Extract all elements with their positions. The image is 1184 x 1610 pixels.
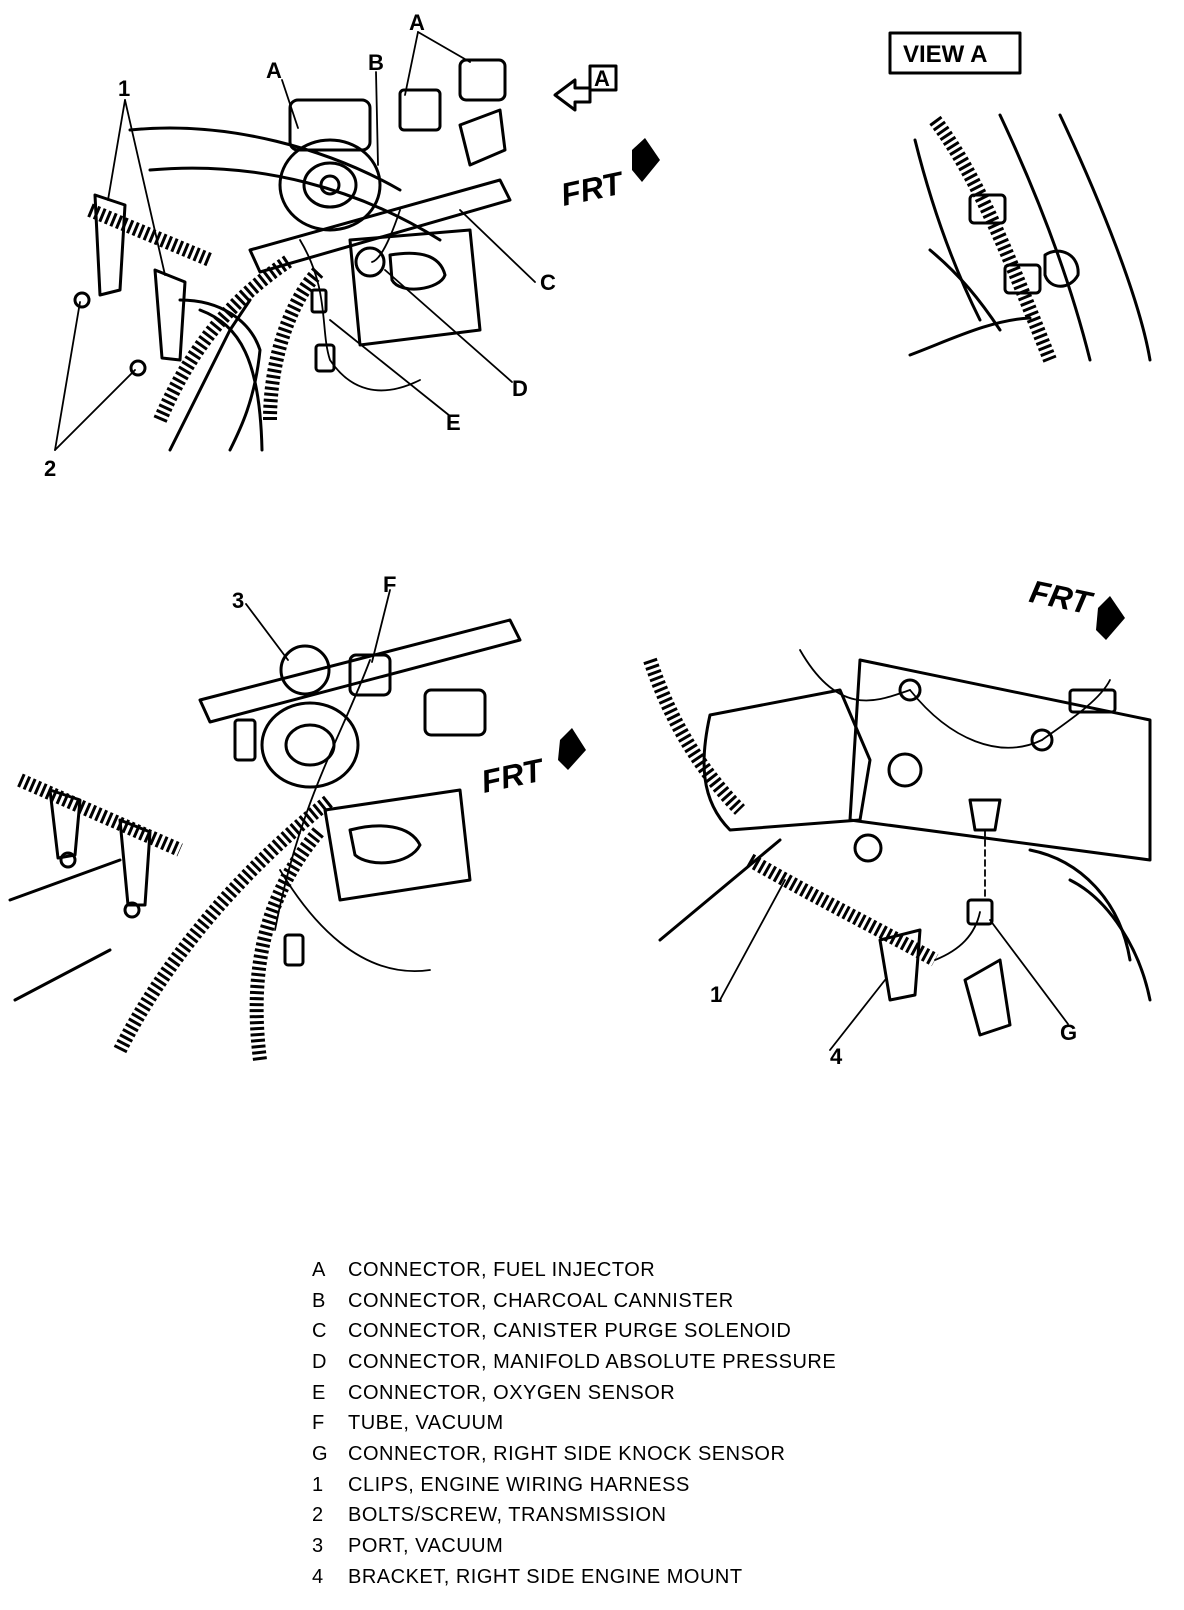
frt-label-bottom-right: FRT — [1026, 573, 1096, 622]
legend-key: D — [312, 1350, 327, 1373]
callout-g: G — [1060, 1020, 1077, 1045]
legend-text: PORT, VACUUM — [348, 1535, 504, 1558]
legend-text: CONNECTOR, FUEL INJECTOR — [348, 1258, 656, 1281]
frt-label-top: FRT — [558, 164, 628, 213]
legend-key: A — [312, 1258, 326, 1281]
callout-a-right: A — [409, 10, 425, 35]
callout-d: D — [512, 376, 528, 401]
view-a-inset — [888, 31, 1152, 363]
legend-row-g: G CONNECTOR, RIGHT SIDE KNOCK SENSOR — [312, 1439, 932, 1470]
legend-text: CONNECTOR, OXYGEN SENSOR — [348, 1381, 676, 1404]
legend-row-e: E CONNECTOR, OXYGEN SENSOR — [312, 1378, 932, 1409]
legend-key: 3 — [312, 1535, 324, 1558]
legend-row-b: B CONNECTOR, CHARCOAL CANNISTER — [312, 1286, 932, 1317]
legend-text: BRACKET, RIGHT SIDE ENGINE MOUNT — [348, 1565, 743, 1588]
callout-1-top: 1 — [118, 76, 130, 101]
callout-3: 3 — [232, 588, 244, 613]
legend-row-f: F TUBE, VACUUM — [312, 1408, 932, 1439]
legend-row-3: 3 PORT, VACUUM — [312, 1531, 932, 1562]
bottom-right-mount-view — [643, 596, 1152, 1051]
legend-key: E — [312, 1381, 326, 1404]
legend-key: 1 — [312, 1473, 324, 1496]
engine-wiring-diagram: 1 2 A B A C D E A FRT VIEW A — [8, 10, 1152, 1069]
frt-label-bottom-left: FRT — [478, 751, 548, 800]
view-a-marker: A — [594, 66, 610, 91]
top-left-engine-view — [54, 31, 660, 452]
callout-b: B — [368, 50, 384, 75]
legend-key: G — [312, 1442, 329, 1465]
view-a-label: VIEW A — [903, 41, 987, 68]
legend-text: CONNECTOR, CHARCOAL CANNISTER — [348, 1289, 734, 1312]
bottom-left-engine-view — [8, 589, 586, 1061]
callout-2: 2 — [44, 456, 56, 481]
callout-4: 4 — [830, 1044, 843, 1069]
legend-text: CLIPS, ENGINE WIRING HARNESS — [348, 1473, 690, 1496]
legend-text: BOLTS/SCREW, TRANSMISSION — [348, 1504, 667, 1527]
callout-a-left: A — [266, 58, 282, 83]
legend-row-2: 2 BOLTS/SCREW, TRANSMISSION — [312, 1501, 932, 1532]
legend-row-1: 1 CLIPS, ENGINE WIRING HARNESS — [312, 1470, 932, 1501]
legend-text: TUBE, VACUUM — [348, 1412, 504, 1435]
legend-key: F — [312, 1412, 325, 1435]
legend-text: CONNECTOR, MANIFOLD ABSOLUTE PRESSURE — [348, 1350, 837, 1373]
legend-row-c: C CONNECTOR, CANISTER PURGE SOLENOID — [312, 1316, 932, 1347]
callout-e: E — [446, 410, 461, 435]
callout-1-bottom: 1 — [710, 982, 722, 1007]
legend-key: B — [312, 1289, 326, 1312]
parts-legend: A CONNECTOR, FUEL INJECTOR B CONNECTOR, … — [312, 1255, 932, 1593]
callout-c: C — [540, 270, 556, 295]
callout-f: F — [383, 572, 396, 597]
legend-key: 4 — [312, 1565, 324, 1588]
legend-text: CONNECTOR, CANISTER PURGE SOLENOID — [348, 1320, 792, 1343]
legend-row-4: 4 BRACKET, RIGHT SIDE ENGINE MOUNT — [312, 1562, 932, 1593]
legend-row-d: D CONNECTOR, MANIFOLD ABSOLUTE PRESSURE — [312, 1347, 932, 1378]
legend-key: C — [312, 1320, 327, 1343]
legend-key: 2 — [312, 1504, 324, 1527]
legend-row-a: A CONNECTOR, FUEL INJECTOR — [312, 1255, 932, 1286]
legend-text: CONNECTOR, RIGHT SIDE KNOCK SENSOR — [348, 1442, 786, 1465]
